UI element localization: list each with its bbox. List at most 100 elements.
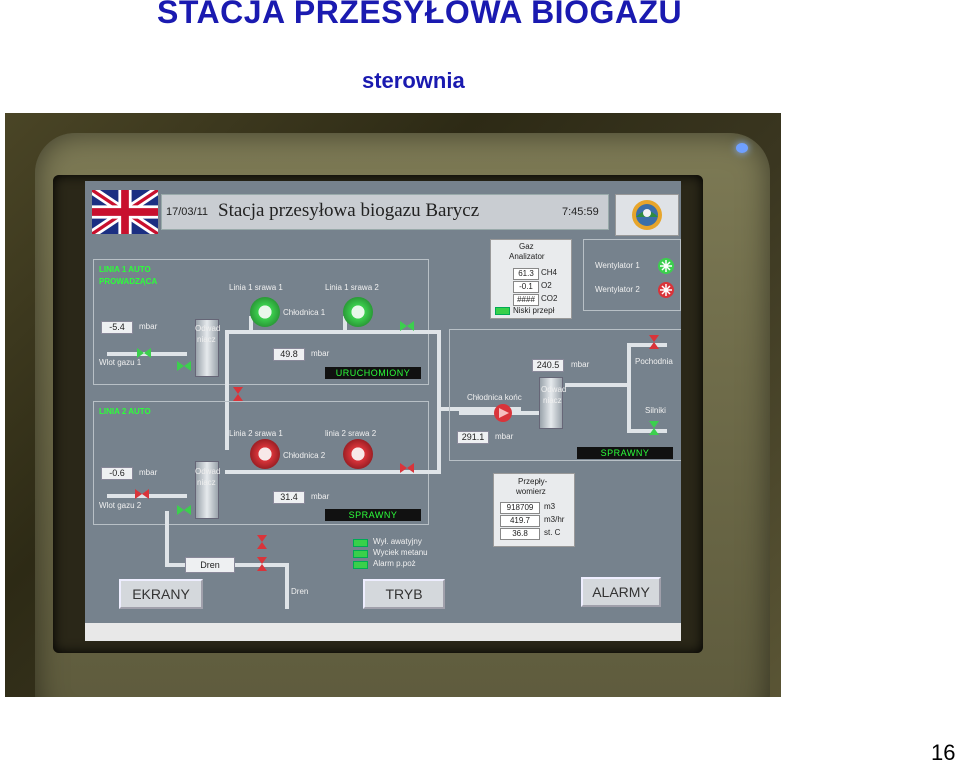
slide-title-text: STACJA PRZESYŁOWA BIOGAZU xyxy=(157,0,683,30)
final-pressure-out: 240.5 xyxy=(532,359,564,372)
line2-outlet-unit: mbar xyxy=(311,492,330,501)
line1-inlet-unit: mbar xyxy=(139,322,158,331)
pipe xyxy=(343,316,347,334)
final-stage-panel xyxy=(449,329,681,461)
line1-inlet-valve-icon[interactable] xyxy=(137,346,151,360)
screens-button[interactable]: EKRANY xyxy=(119,579,203,609)
line1-mode-label: LINIA 1 AUTO xyxy=(99,265,151,274)
flowmeter-title: Przepły- xyxy=(518,477,548,486)
header-time: 7:45:59 xyxy=(562,206,599,218)
flow-temp-value: 36.8 xyxy=(500,528,540,540)
pipe xyxy=(441,407,521,411)
line2-separator-tank xyxy=(195,461,219,519)
pipe xyxy=(627,343,631,433)
alarm-led-icon xyxy=(353,550,368,558)
torch-valve-icon[interactable] xyxy=(647,335,661,349)
drain-valve-2-icon[interactable] xyxy=(255,557,269,571)
line1-separator-label: Odwad xyxy=(195,324,221,333)
line1-pump1-label: Linia 1 srawa 1 xyxy=(229,283,283,292)
line1-outlet-unit: mbar xyxy=(311,349,330,358)
low-flow-led-icon xyxy=(495,307,510,315)
line2-outlet-valve-icon[interactable] xyxy=(177,503,191,517)
line1-pump2-icon[interactable] xyxy=(343,297,373,327)
line2-cooler-label: Chłodnica 2 xyxy=(283,451,326,460)
line1-panel xyxy=(93,259,429,385)
final-status: SPRAWNY xyxy=(577,447,673,459)
flow-total-unit: m3 xyxy=(544,502,556,511)
alarm-led-icon xyxy=(353,561,368,569)
final-separator-label-2: niacz xyxy=(543,396,562,405)
final-cooler-label: Chłodnica końc xyxy=(467,393,522,402)
line2-mode-label: LINIA 2 AUTO xyxy=(99,407,151,416)
monitor-photo: 17/03/11 Stacja przesyłowa biogazu Baryc… xyxy=(5,113,781,697)
flowmeter-title-2: womierz xyxy=(516,487,546,496)
flow-temp-unit: st. C xyxy=(544,528,561,537)
fan1-icon[interactable] xyxy=(658,258,674,274)
flow-total-value: 918709 xyxy=(500,502,540,514)
line2-inlet-pressure: -0.6 xyxy=(101,467,133,480)
final-pressure-in: 291.1 xyxy=(457,431,489,444)
co2-unit: CO2 xyxy=(541,294,558,303)
pipe xyxy=(165,511,169,567)
alarms-button[interactable]: ALARMY xyxy=(581,577,661,607)
pipe xyxy=(225,470,439,474)
pipe xyxy=(285,563,289,609)
alarm-fire: Alarm p.poż xyxy=(373,559,416,568)
ch4-value: 61.3 xyxy=(513,268,539,280)
fan2-label: Wentylator 2 xyxy=(595,285,640,294)
ch4-unit: CH4 xyxy=(541,268,558,277)
line1-pump1-icon[interactable] xyxy=(250,297,280,327)
company-logo-icon xyxy=(615,194,679,236)
line2-inlet-label: Wlot gazu 2 xyxy=(99,501,142,510)
line2-inlet-unit: mbar xyxy=(139,468,158,477)
line1-mode-label-2: PROWADZĄCA xyxy=(99,277,158,286)
pipe xyxy=(437,330,441,474)
flow-rate-value: 419.7 xyxy=(500,515,540,527)
drain-box: Dren xyxy=(185,557,235,573)
fan2-icon[interactable] xyxy=(658,282,674,298)
page-number: 16 xyxy=(931,740,956,765)
line2-valve-icon[interactable] xyxy=(400,461,414,475)
engines-label: Silniki xyxy=(645,406,666,415)
alarm-led-icon xyxy=(353,539,368,547)
final-pressure-in-unit: mbar xyxy=(495,432,514,441)
gas-analyzer-title: Gaz xyxy=(519,242,534,251)
engines-valve-icon[interactable] xyxy=(647,421,661,435)
line1-separator-label-2: niacz xyxy=(197,335,216,344)
hmi-header: 17/03/11 Stacja przesyłowa biogazu Baryc… xyxy=(161,194,609,230)
header-date: 17/03/11 xyxy=(166,206,209,218)
co2-value: #### xyxy=(513,294,539,306)
line1-outlet-pressure: 49.8 xyxy=(273,348,305,361)
final-pump-icon[interactable] xyxy=(493,403,513,423)
line2-panel xyxy=(93,401,429,525)
line1-separator-tank xyxy=(195,319,219,377)
line1-outlet-valve-icon[interactable] xyxy=(177,359,191,373)
gas-analyzer-title-2: Analizator xyxy=(509,252,545,261)
uk-flag-icon[interactable] xyxy=(92,190,158,234)
line2-separator-label-2: niacz xyxy=(197,478,216,487)
line1-pump2-label: Linia 1 srawa 2 xyxy=(325,283,379,292)
pipe xyxy=(225,330,229,450)
torch-label: Pochodnia xyxy=(635,357,673,366)
line2-status: SPRAWNY xyxy=(325,509,421,521)
line1-valve-icon[interactable] xyxy=(400,319,414,333)
pipe xyxy=(627,429,667,433)
screen-bottom-strip xyxy=(85,623,681,641)
gas-analyzer-panel: Gaz Analizator 61.3 CH4 -0.1 O2 #### CO2… xyxy=(490,239,572,319)
crossover-valve-icon[interactable] xyxy=(231,387,245,401)
slide-subtitle: sterownia xyxy=(362,68,465,93)
line1-inlet-label: Wlot gazu 1 xyxy=(99,358,142,367)
final-separator-label: Odwad xyxy=(541,385,567,394)
alarm-methane-leak: Wyciek metanu xyxy=(373,548,428,557)
line2-inlet-valve-icon[interactable] xyxy=(135,487,149,501)
mode-button[interactable]: TRYB xyxy=(363,579,445,609)
line2-pump2-icon[interactable] xyxy=(343,439,373,469)
pipe xyxy=(627,343,667,347)
drain-valve-icon[interactable] xyxy=(255,535,269,549)
line2-outlet-pressure: 31.4 xyxy=(273,491,305,504)
low-flow-label: Niski przepł xyxy=(513,306,555,315)
drain-label: Dren xyxy=(291,587,309,596)
alarm-emergency-stop: Wył. awatyjny xyxy=(373,537,422,546)
line2-pump1-icon[interactable] xyxy=(250,439,280,469)
o2-value: -0.1 xyxy=(513,281,539,293)
